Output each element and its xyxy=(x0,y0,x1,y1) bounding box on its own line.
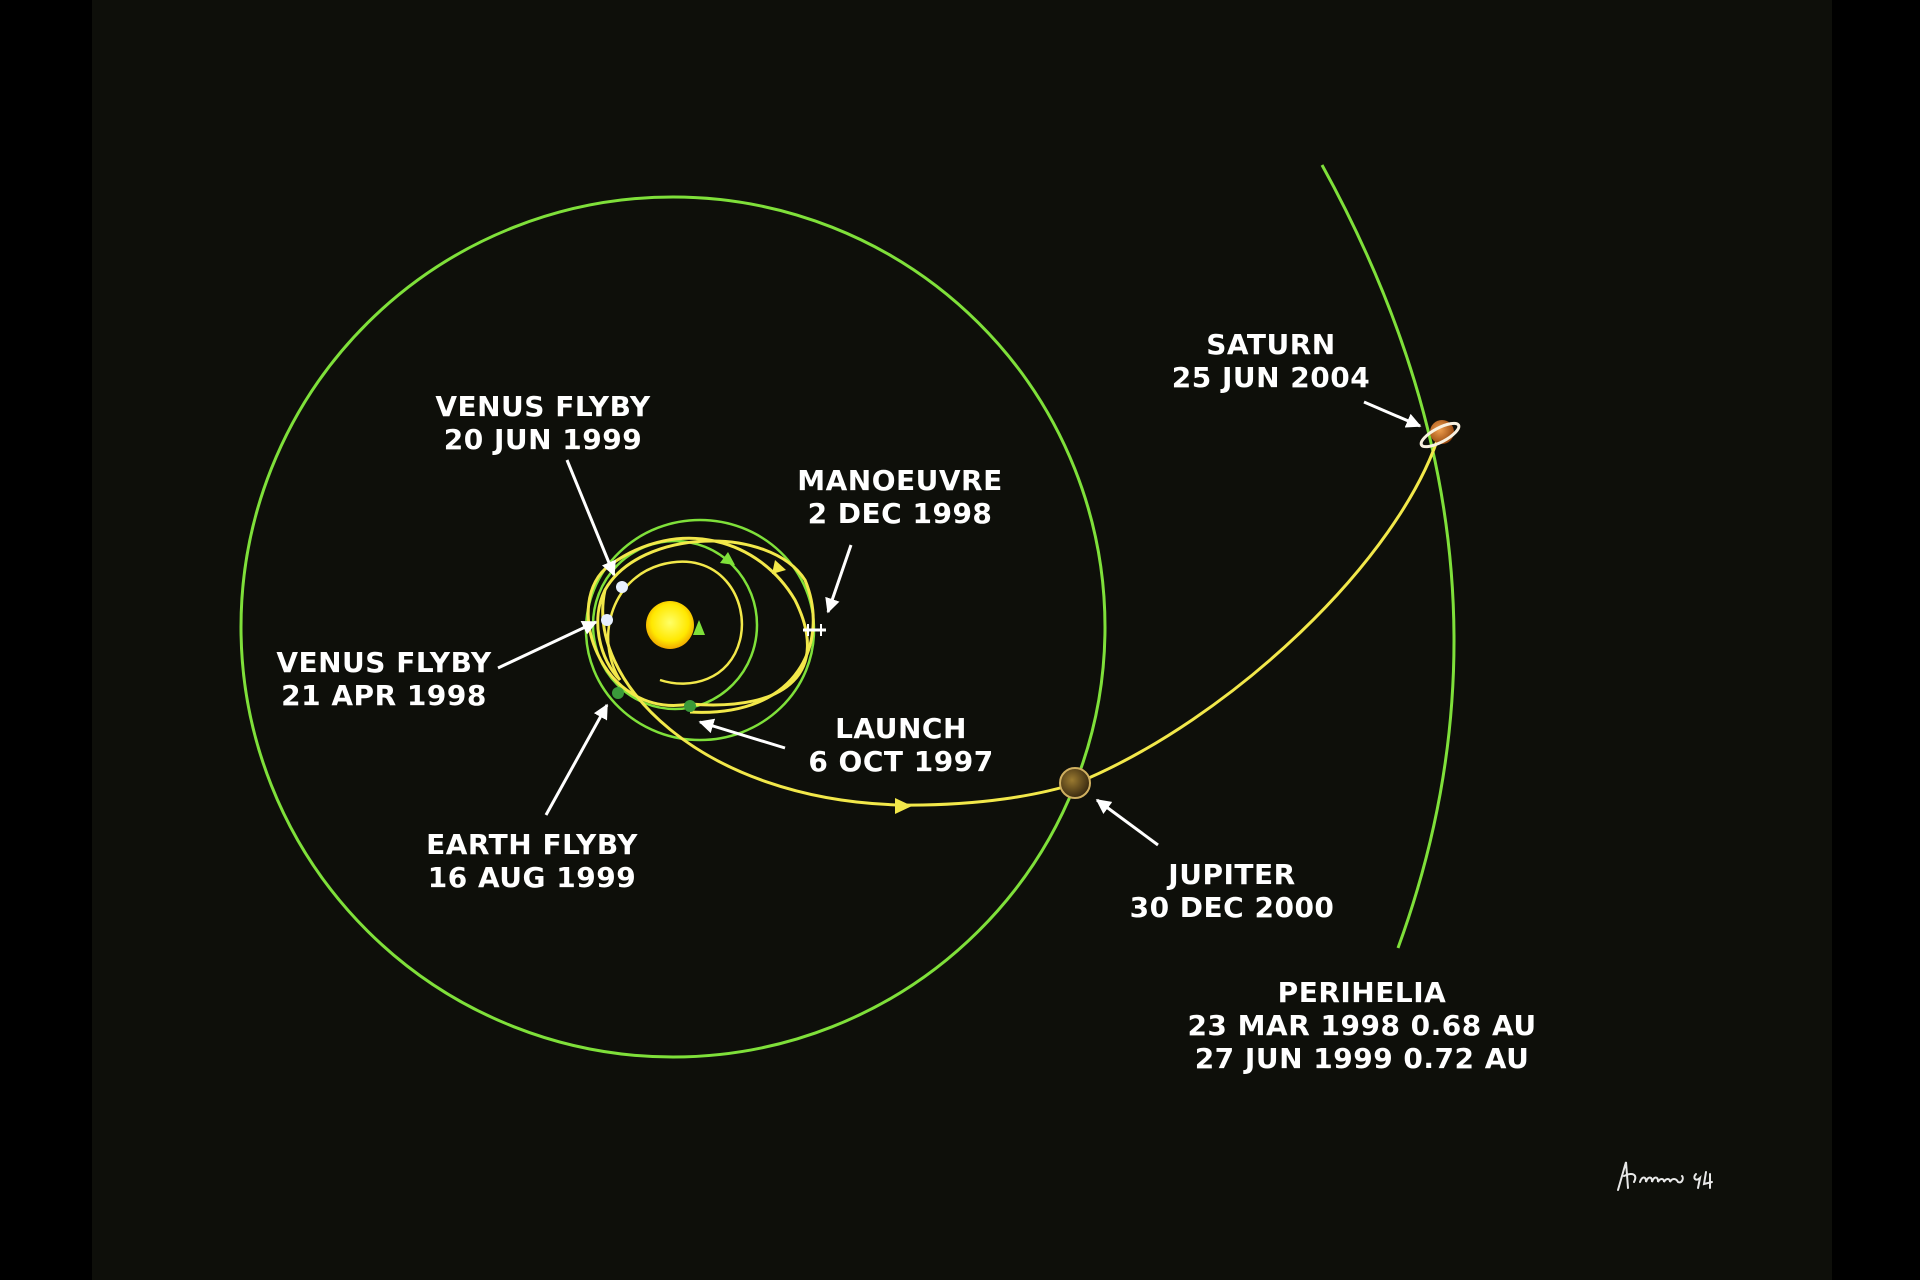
label-title: VENUS FLYBY xyxy=(435,390,651,423)
jupiter-orbit xyxy=(239,195,1107,1059)
trajectory-arrow xyxy=(895,798,912,814)
label-date: 20 JUN 1999 xyxy=(443,423,643,456)
label-saturn: SATURN 25 JUN 2004 xyxy=(1172,328,1370,394)
label-venus-flyby-1998: VENUS FLYBY 21 APR 1998 xyxy=(276,646,491,712)
pointer-venus-flyby-1998 xyxy=(497,620,598,670)
venus-marker-1998 xyxy=(601,614,613,626)
trajectory-arrow xyxy=(693,620,705,635)
pointer-saturn xyxy=(1363,400,1422,428)
label-date: 2 DEC 1998 xyxy=(807,497,993,530)
label-title: LAUNCH xyxy=(835,712,967,745)
manoeuvre-marker xyxy=(803,624,826,636)
label-title: SATURN xyxy=(1206,328,1336,361)
label-date: 25 JUN 2004 xyxy=(1171,361,1371,394)
trajectory-to-saturn xyxy=(1076,431,1442,785)
label-venus-flyby-1999: VENUS FLYBY 20 JUN 1999 xyxy=(435,390,650,456)
jupiter-planet xyxy=(1059,767,1091,799)
label-date: 21 APR 1998 xyxy=(281,679,487,712)
artist-signature xyxy=(1617,1161,1713,1191)
label-date: 16 AUG 1999 xyxy=(427,861,637,894)
label-line: 27 JUN 1999 0.72 AU xyxy=(1194,1042,1530,1075)
saturn-orbit xyxy=(1320,164,1456,949)
trajectory-loop-2 xyxy=(596,539,815,714)
saturn-planet xyxy=(1419,420,1461,449)
pointer-venus-flyby-1999 xyxy=(565,459,616,577)
label-title: VENUS FLYBY xyxy=(276,646,492,679)
sun xyxy=(646,601,694,649)
launch-marker xyxy=(684,700,696,712)
label-jupiter: JUPITER 30 DEC 2000 xyxy=(1130,858,1335,924)
label-date: 6 OCT 1997 xyxy=(808,745,994,778)
trajectory-to-jupiter xyxy=(601,589,1078,807)
label-earth-flyby: EARTH FLYBY 16 AUG 1999 xyxy=(426,828,638,894)
label-title: EARTH FLYBY xyxy=(426,828,638,861)
label-manoeuvre: MANOEUVRE 2 DEC 1998 xyxy=(797,464,1003,530)
pointer-manoeuvre xyxy=(825,544,853,614)
pointer-launch xyxy=(698,718,786,750)
label-launch: LAUNCH 6 OCT 1997 xyxy=(808,712,993,778)
label-title: MANOEUVRE xyxy=(797,464,1003,497)
venus-marker-1999 xyxy=(616,581,628,593)
trajectory-arrow xyxy=(772,560,786,574)
trajectory-arrow xyxy=(720,552,735,565)
diagram-background xyxy=(92,0,1832,1280)
pointer-earth-flyby xyxy=(544,703,609,816)
label-title: JUPITER xyxy=(1168,858,1296,891)
label-perihelia: PERIHELIA 23 MAR 1998 0.68 AU 27 JUN 199… xyxy=(1187,976,1536,1075)
label-title: PERIHELIA xyxy=(1277,976,1447,1009)
earth-flyby-marker xyxy=(612,687,624,699)
label-line: 23 MAR 1998 0.68 AU xyxy=(1187,1009,1537,1042)
label-date: 30 DEC 2000 xyxy=(1129,891,1335,924)
pointer-jupiter xyxy=(1095,798,1159,847)
